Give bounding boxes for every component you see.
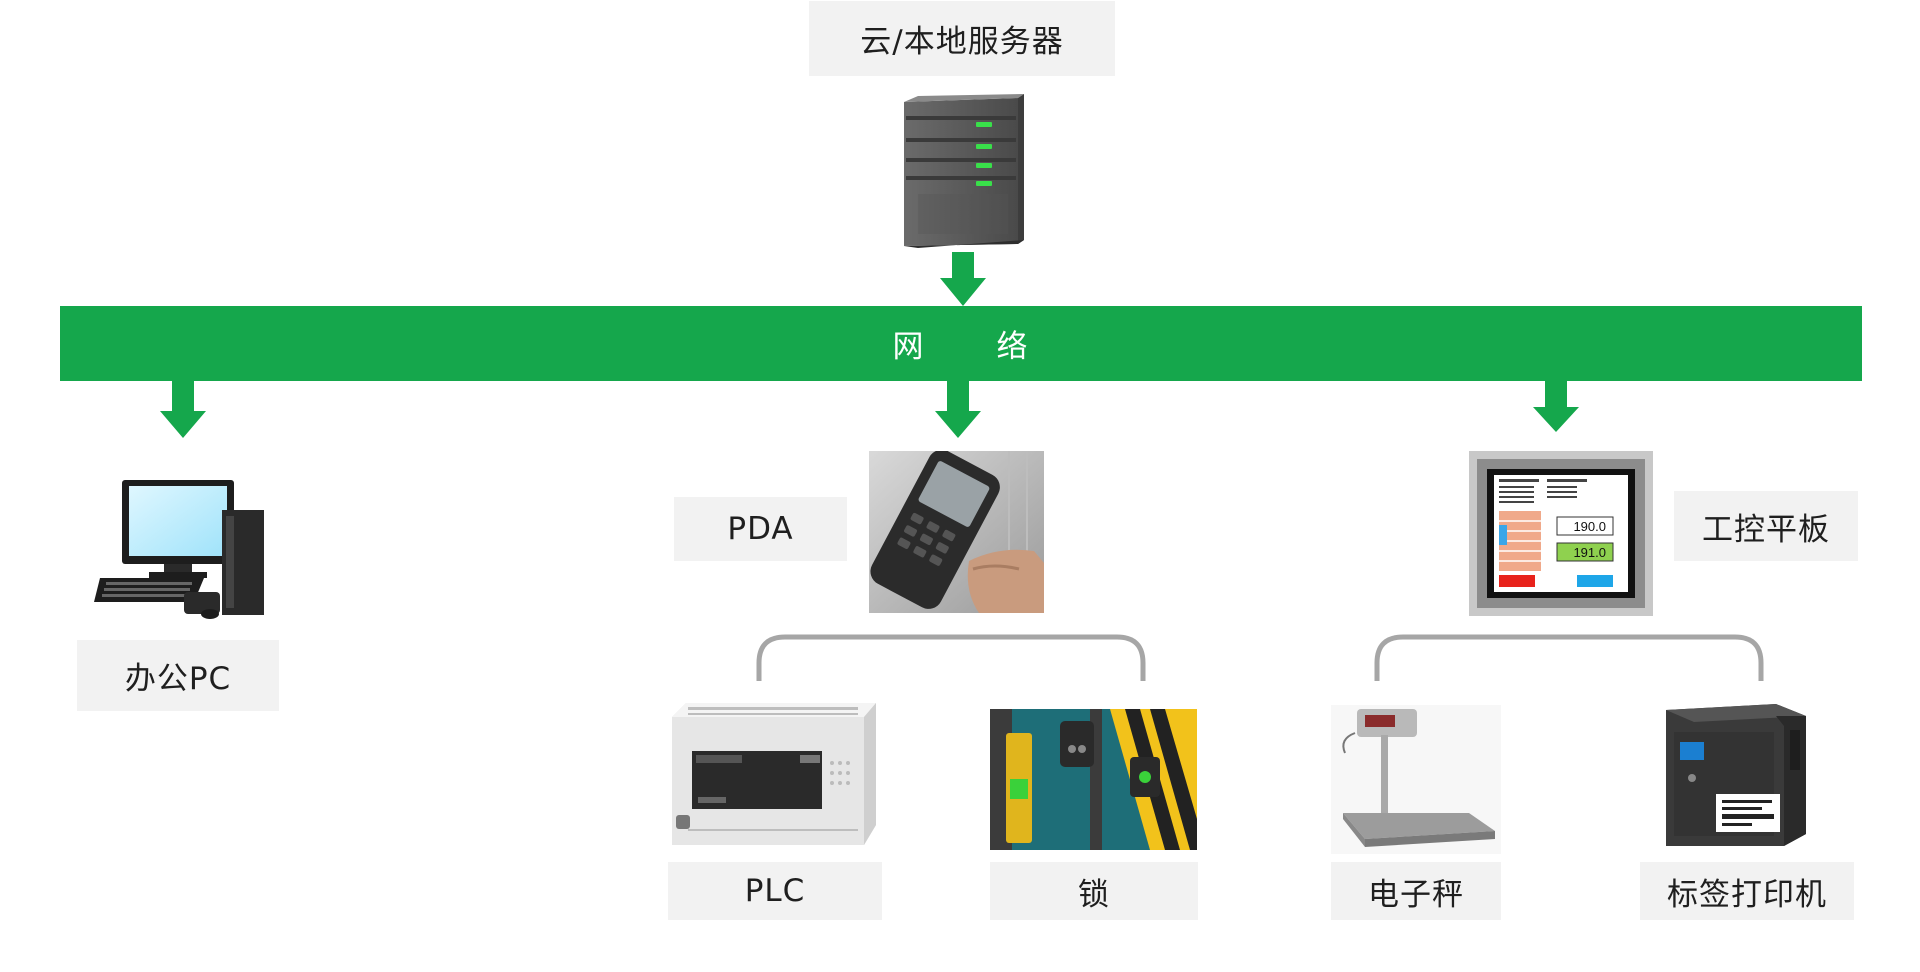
office-pc-label-text: 办公PC — [124, 661, 232, 697]
printer-label: 标签打印机 — [1640, 862, 1854, 920]
panel-label: 工控平板 — [1674, 491, 1858, 561]
server-label: 云/本地服务器 — [809, 1, 1115, 76]
network-bar: 网 络 — [60, 306, 1862, 381]
office-pc-label: 办公PC — [77, 640, 279, 711]
scale-label-text: 电子秤 — [1368, 876, 1464, 913]
panel-connector-bracket — [1374, 634, 1764, 681]
server-label-text: 云/本地服务器 — [860, 24, 1064, 60]
desktop-computer-icon — [94, 478, 269, 621]
pda-label-text: PDA — [727, 511, 794, 547]
server-rack-icon — [898, 94, 1028, 256]
arrow-down-pc — [160, 381, 206, 438]
panel-value-1: 190.0 — [1573, 519, 1606, 534]
pda-label: PDA — [674, 497, 847, 561]
pda-connector-bracket — [756, 634, 1146, 681]
arrow-down-panel — [1533, 381, 1579, 432]
arrow-down-pda — [935, 381, 981, 438]
arrow-down-server — [940, 252, 986, 306]
scale-label: 电子秤 — [1331, 862, 1501, 920]
plc-controller-icon — [668, 697, 880, 850]
plc-label-text: PLC — [744, 873, 806, 909]
safety-lock-icon — [990, 709, 1197, 850]
label-printer-icon — [1650, 690, 1810, 854]
industrial-tablet-icon: 190.0 191.0 — [1469, 451, 1653, 616]
lock-label: 锁 — [990, 862, 1198, 920]
plc-label: PLC — [668, 862, 882, 920]
platform-scale-icon — [1331, 705, 1501, 854]
printer-label-text: 标签打印机 — [1667, 876, 1827, 913]
lock-label-text: 锁 — [1078, 876, 1110, 913]
panel-label-text: 工控平板 — [1702, 511, 1830, 548]
network-label: 网 络 — [892, 329, 1030, 365]
handheld-scanner-icon — [869, 451, 1044, 613]
panel-value-2: 191.0 — [1573, 545, 1606, 560]
